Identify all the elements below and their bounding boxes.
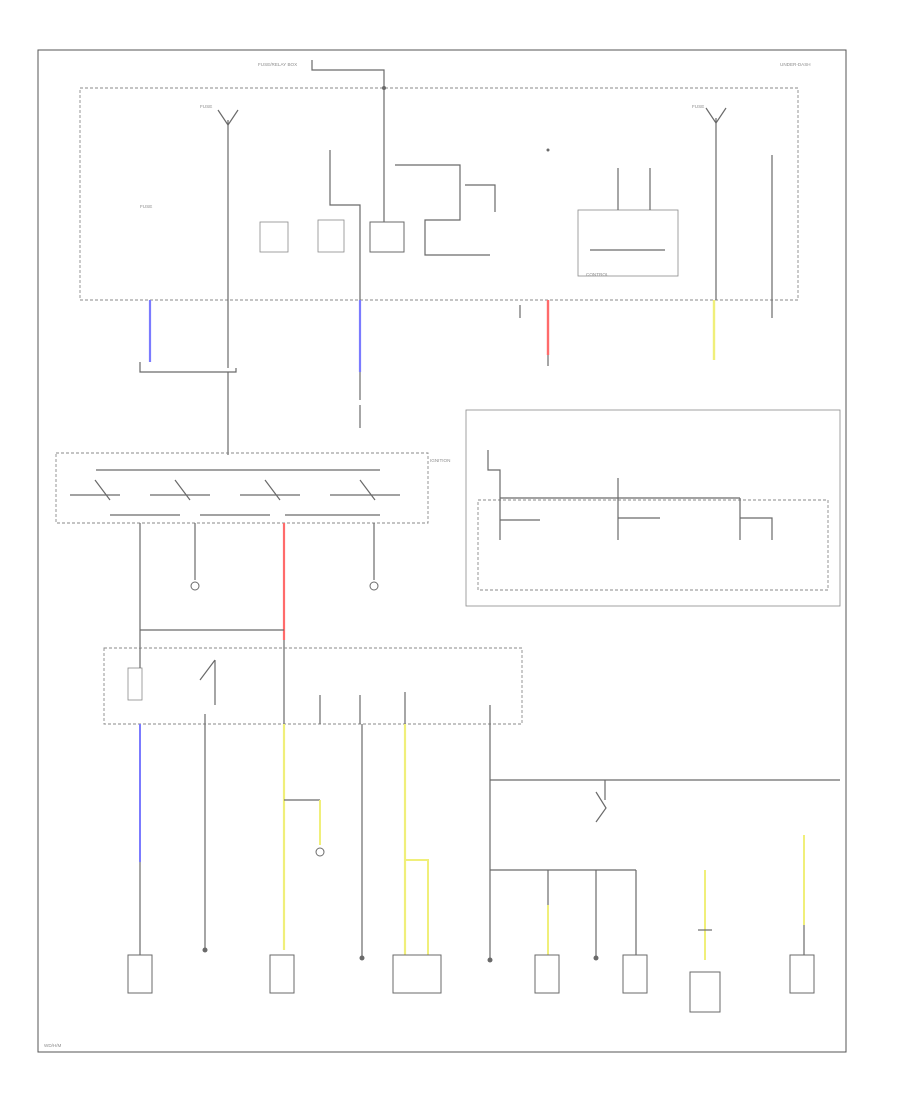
under-dash-fuse-box: FUSE/RELAY BOX UNDER-DASH FUSE FUSE FUSE…	[79, 60, 811, 301]
svg-text:FUSE: FUSE	[692, 104, 704, 109]
top-outgoing-wires	[139, 300, 773, 455]
relay-control-module	[465, 409, 841, 607]
svg-text:FUSE/RELAY BOX: FUSE/RELAY BOX	[258, 62, 297, 67]
lower-wires	[139, 705, 840, 960]
svg-text:FUSE: FUSE	[140, 204, 152, 209]
ignition-switch: IGNITION	[55, 452, 450, 524]
diagram-frame	[37, 49, 847, 1053]
svg-text:UNDER-DASH: UNDER-DASH	[780, 62, 811, 67]
ignition-output-wires	[139, 523, 379, 650]
svg-text:CONTROL: CONTROL	[586, 272, 609, 277]
footer-code: WD/H/M	[44, 1043, 62, 1048]
bottom-devices	[127, 947, 815, 1013]
svg-text:IGNITION: IGNITION	[430, 458, 450, 463]
svg-text:FUSE: FUSE	[200, 104, 212, 109]
under-hood-fuse-box	[103, 647, 523, 725]
